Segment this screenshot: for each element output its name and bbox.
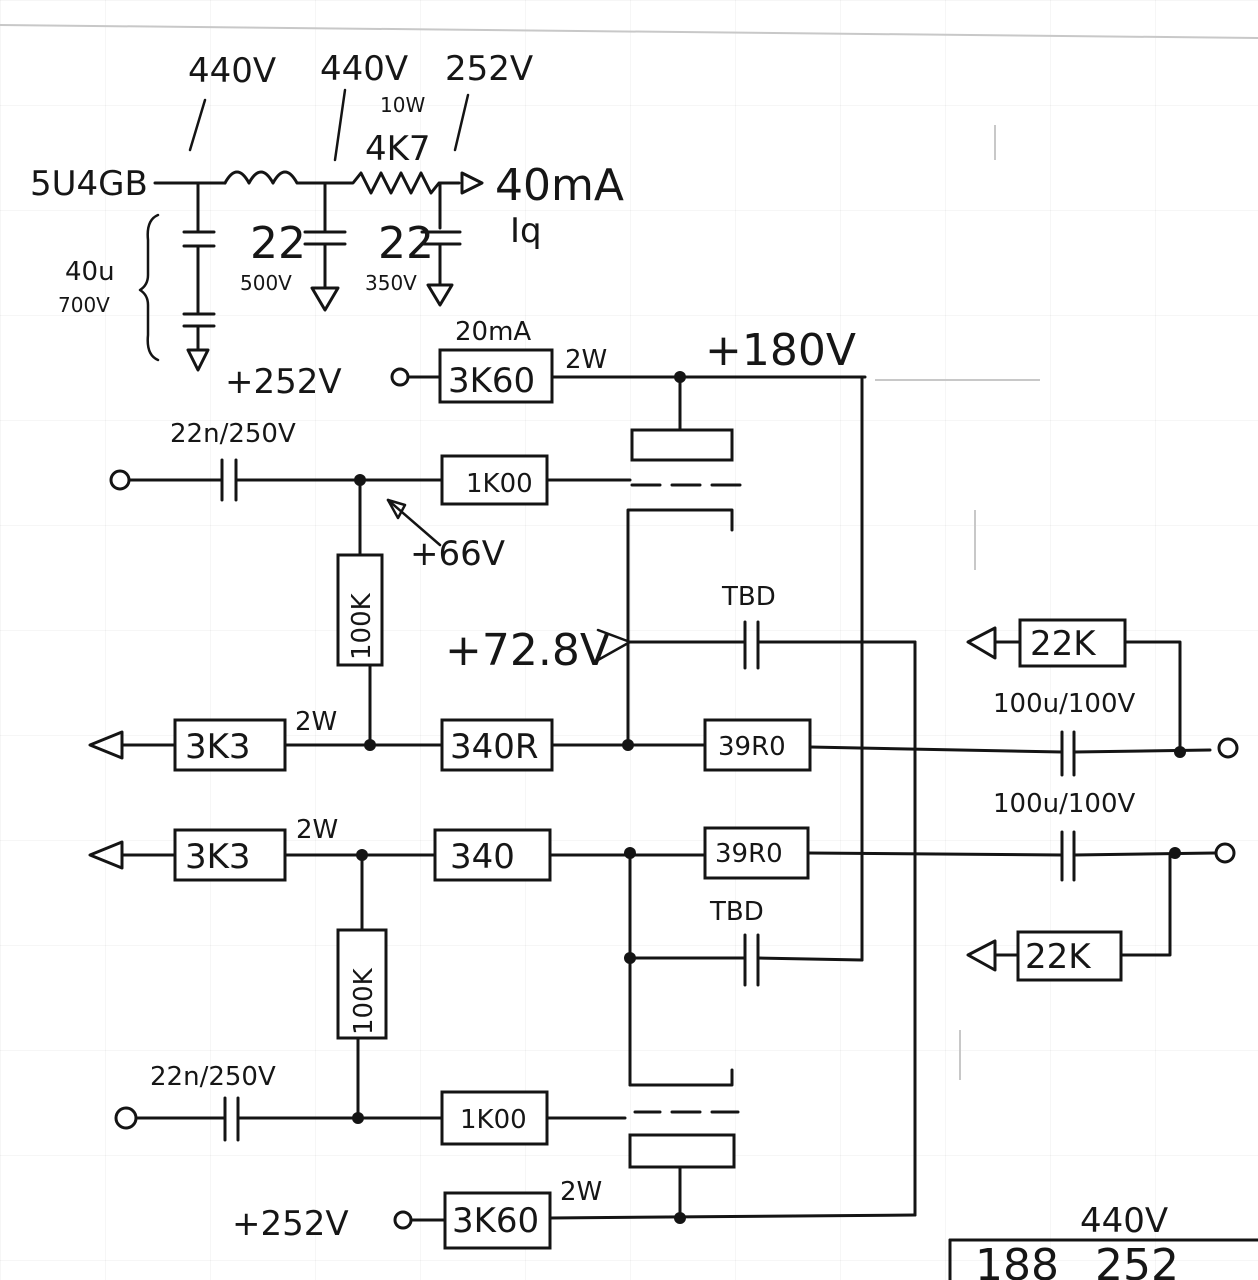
upper-feedback-resistor (1018, 618, 1127, 668)
corner-value-b: 252 (1095, 1240, 1179, 1280)
upper-coupling-cap-label: TBD (721, 582, 776, 612)
upper-cathode-resistor-label: 340R (450, 727, 539, 767)
upper-output-resistor-label: 39R0 (718, 732, 786, 762)
corner-value-a: 188 (975, 1240, 1059, 1280)
upper-plate-resistor-label: 3K60 (448, 361, 535, 401)
lower-supply-terminal (393, 1210, 413, 1230)
upper-load-resistor (173, 718, 287, 772)
lower-plate-resistor (443, 1191, 552, 1250)
upper-stage-current: 20mA (455, 317, 531, 347)
upper-output-terminal[interactable] (1217, 737, 1239, 759)
lower-grid-leak (336, 928, 388, 1040)
upper-cathode-voltage: +72.8V (445, 625, 610, 676)
upper-stage: +252V 20mA 3K60 2W +180V 22n/250V 1K00 +… (88, 317, 1239, 777)
lower-stage: 3K3 2W 340 39R0 100u/100V TBD 22K 100K 2… (88, 789, 1236, 1250)
supply-v1-label: 440V (188, 51, 276, 91)
supply-v2-label: 440V (320, 49, 408, 89)
upper-supply-label: +252V (225, 362, 342, 402)
upper-input-terminal[interactable] (109, 469, 131, 491)
resistor-power-label: 10W (380, 93, 425, 117)
cap2-value: 22 (250, 218, 306, 269)
lower-grid-leak-label: 100K (349, 967, 379, 1035)
upper-grid-leak-label: 100K (347, 592, 377, 660)
upper-grid-leak (336, 553, 384, 667)
cap3-value: 22 (378, 218, 434, 269)
current-label: 40mA (495, 160, 624, 211)
lower-input-cap-label: 22n/250V (150, 1062, 276, 1092)
upper-output-resistor (703, 718, 812, 772)
lower-output-terminal[interactable] (1214, 842, 1236, 864)
upper-load-resistor-power: 2W (295, 707, 337, 737)
corner-note: 440V 188 252 (948, 1201, 1258, 1280)
lower-plate-resistor-power: 2W (560, 1177, 602, 1207)
resistor-value-label: 4K7 (365, 129, 431, 169)
supply-v3-label: 252V (445, 49, 533, 89)
rectifier-label: 5U4GB (30, 164, 148, 204)
ghost-marks (0, 24, 1258, 1080)
iq-label: Iq (510, 211, 542, 251)
cap-bank-voltage: 700V (58, 293, 110, 317)
upper-plate-voltage: +180V (705, 325, 856, 376)
lower-output-resistor-label: 39R0 (715, 839, 783, 869)
upper-load-resistor-label: 3K3 (185, 727, 251, 767)
upper-supply-terminal (390, 367, 410, 387)
lower-feedback-resistor-label: 22K (1025, 937, 1092, 977)
lower-cathode-resistor (433, 828, 552, 882)
upper-feedback-resistor-label: 22K (1030, 624, 1097, 664)
lower-load-resistor-label: 3K3 (185, 837, 251, 877)
cap3-voltage: 350V (365, 271, 417, 295)
upper-output-cap-label: 100u/100V (993, 689, 1135, 719)
lower-grid-stopper (440, 1090, 549, 1146)
lower-output-cap-label: 100u/100V (993, 789, 1135, 819)
shared-rails (860, 375, 917, 1217)
upper-grid-voltage: +66V (410, 534, 505, 574)
lower-supply-label: +252V (232, 1204, 349, 1244)
lower-load-resistor-power: 2W (296, 815, 338, 845)
lower-tube-plate (628, 1133, 736, 1169)
upper-plate-resistor-power: 2W (565, 345, 607, 375)
upper-input-cap-label: 22n/250V (170, 419, 296, 449)
cap-bank-value: 40u (65, 257, 115, 287)
lower-grid-stopper-label: 1K00 (460, 1105, 527, 1135)
lower-plate-resistor-label: 3K60 (452, 1201, 539, 1241)
lower-cathode-resistor-label: 340 (450, 837, 515, 877)
cap2-voltage: 500V (240, 271, 292, 295)
corner-value-top: 440V (1080, 1201, 1168, 1241)
lower-input-terminal[interactable] (114, 1106, 138, 1130)
upper-grid-stopper-label: 1K00 (466, 469, 533, 499)
upper-plate-resistor (438, 348, 554, 404)
choke-inductor (223, 170, 329, 185)
resistor-4k7 (323, 171, 461, 195)
power-supply: 5U4GB 440V 440V 252V 10W 4K7 40mA Iq 40u… (30, 49, 624, 372)
lower-coupling-cap-label: TBD (709, 897, 764, 927)
upper-tube-plate (630, 428, 734, 462)
